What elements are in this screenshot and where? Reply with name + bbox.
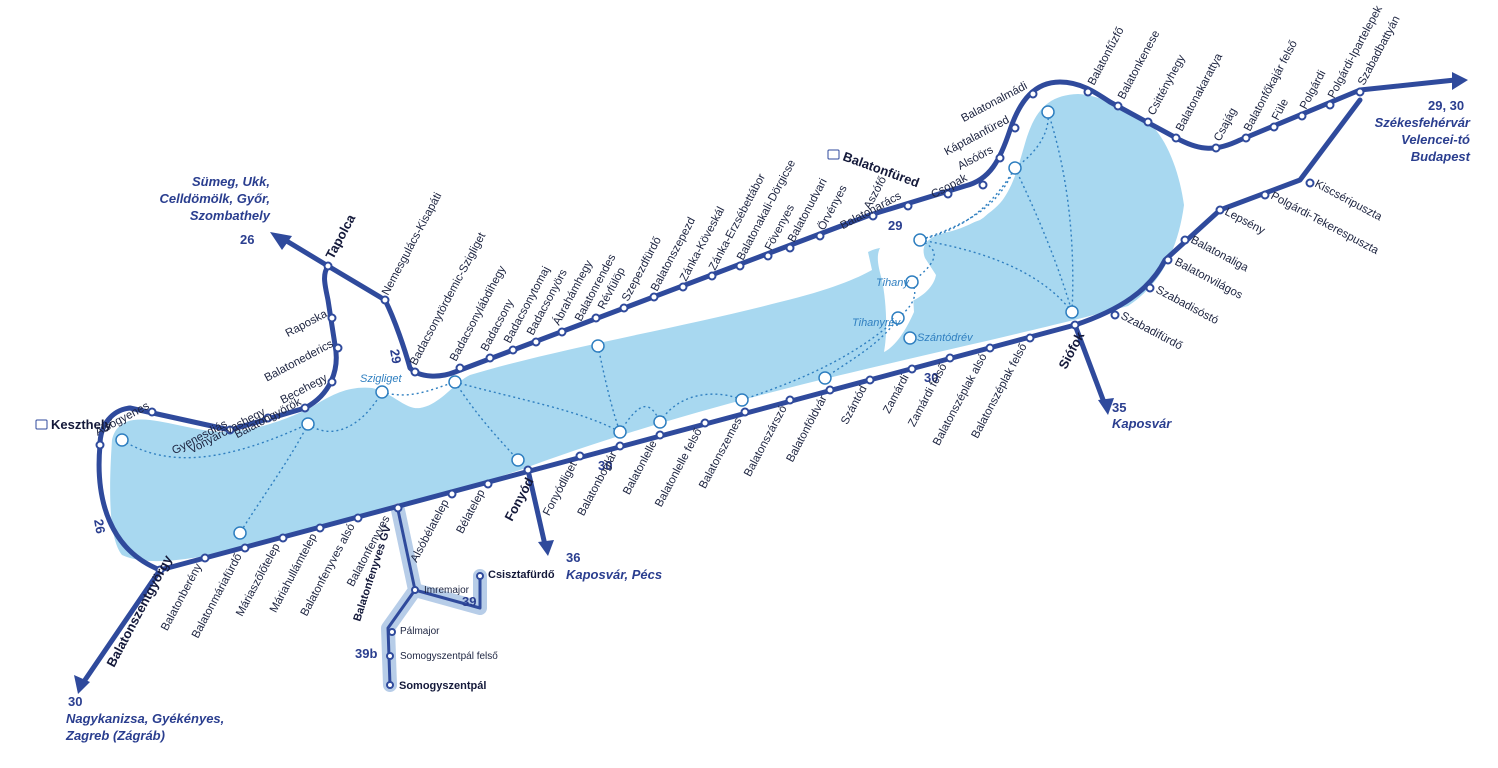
ferry-anchor-icon (1065, 305, 1079, 319)
train-station-icon (827, 149, 840, 160)
line-number: 26 (91, 518, 108, 535)
ferry-anchor-icon (375, 385, 389, 399)
ferry-port-szantodrev: Szántódrév (917, 332, 974, 344)
arrow-head-icon (74, 675, 90, 694)
station-label: Polgárdi-Tekerespuszta (1269, 190, 1381, 257)
ferry-anchor-icon (233, 526, 247, 540)
station-fonyod: Fonyód (501, 475, 536, 524)
ferry-anchor-icon (511, 453, 525, 467)
station-csisztafurdo: Csisztafürdő (488, 569, 555, 581)
ferry-routes (121, 111, 1074, 534)
destination-east-1: Székesfehérvár (1375, 115, 1471, 130)
destination-east-2: Velencei-tó (1401, 132, 1470, 147)
station-label: Balatonalmádi (959, 80, 1029, 125)
station-imremajor: Imremajor (424, 585, 470, 596)
station-balatonszentgyorgy: Balatonszentgyörgy (103, 552, 175, 669)
line-number: 36 (566, 550, 580, 565)
station-keszthely: Keszthely (51, 417, 112, 432)
line-number: 39 (462, 594, 476, 609)
ferry-anchor-icon (903, 331, 917, 345)
line-number: 29, 30 (1428, 98, 1464, 113)
station-label: Balatonfűzfő (1086, 25, 1127, 87)
station-label: Balatonszárszó (742, 404, 790, 479)
destination-east-3: Budapest (1411, 149, 1471, 164)
station-label: Bélatelep (455, 488, 488, 536)
ferry-anchor-icon (735, 393, 749, 407)
ferry-anchor-icon (891, 311, 905, 325)
arrow-head-icon (538, 540, 554, 556)
destination-northwest-1: Sümeg, Ukk, (192, 174, 270, 189)
ferry-anchor-icon (905, 275, 919, 289)
station-label: Badacsonytördemic-Szigliget (408, 230, 489, 367)
destination-kaposvar-pecs: Kaposvár, Pécs (566, 567, 662, 582)
line-number: 30 (68, 694, 82, 709)
ferry-anchor-icon (448, 375, 462, 389)
line-number: 30 (924, 370, 938, 385)
station-label: Lepsény (1223, 206, 1267, 237)
station-label: Csajág (1212, 106, 1239, 143)
station-somogyszentpal-felso: Somogyszentpál felső (400, 651, 498, 662)
tihany-peninsula-lower (877, 244, 914, 352)
line-number: 29 (387, 348, 404, 365)
station-label: Csittényhegy (1146, 53, 1188, 118)
station-label: Nemesgulács-Kisapáti (380, 191, 444, 298)
ferry-anchor-icon (591, 339, 605, 353)
line-number: 39b (355, 646, 377, 661)
destination-northwest-3: Szombathely (190, 208, 271, 223)
narrow-gauge-line (386, 509, 482, 686)
ferry-anchor-icon (653, 415, 667, 429)
arrow-head-icon (1098, 398, 1114, 415)
station-label: Alsóbélatelep (409, 498, 452, 565)
station-stops (95, 87, 1365, 689)
ferry-anchor-icon (301, 417, 315, 431)
station-label: Szántód (839, 384, 869, 427)
destination-kaposvar: Kaposvár (1112, 416, 1172, 431)
station-label: Raposka (284, 308, 330, 340)
station-palmajor: Pálmajor (400, 626, 440, 637)
line-number: 26 (240, 232, 254, 247)
station-label: Szabadifürdő (1119, 310, 1184, 352)
tihany-peninsula (917, 192, 1002, 234)
station-label: Zamárdi (881, 373, 911, 416)
destination-southwest-1: Nagykanizsa, Gyékényes, (66, 711, 224, 726)
ferry-port-tihanyrev: Tihanyrév (852, 317, 902, 329)
line-number: 30 (598, 458, 612, 473)
destination-southwest-2: Zagreb (Zágráb) (65, 728, 165, 743)
station-somogyszentpal: Somogyszentpál (399, 680, 486, 692)
arrow-head-icon (1452, 72, 1468, 90)
ferry-port-tihany: Tihany (876, 277, 910, 289)
ferry-anchor-icon (115, 433, 129, 447)
line-number: 35 (1112, 400, 1126, 415)
line-number: 29 (888, 218, 902, 233)
station-tapolca: Tapolca (322, 211, 358, 261)
ferry-anchor-icon (818, 371, 832, 385)
ferry-port-szigliget: Szigliget (360, 373, 403, 385)
ferry-anchor-icon (1008, 161, 1022, 175)
ferry-anchor-icon (913, 233, 927, 247)
ferry-anchor-icon (613, 425, 627, 439)
arrow-heads (74, 72, 1468, 694)
ferry-ports (115, 105, 1079, 540)
ferry-anchor-icon (1041, 105, 1055, 119)
arrow-head-icon (270, 232, 292, 250)
destination-northwest-2: Celldömölk, Győr, (159, 191, 270, 206)
train-station-icon (35, 419, 48, 430)
station-label: Szabadisóstó (1154, 284, 1221, 327)
station-label: Balatonkenese (1116, 29, 1162, 102)
lake-balaton (110, 94, 1185, 562)
